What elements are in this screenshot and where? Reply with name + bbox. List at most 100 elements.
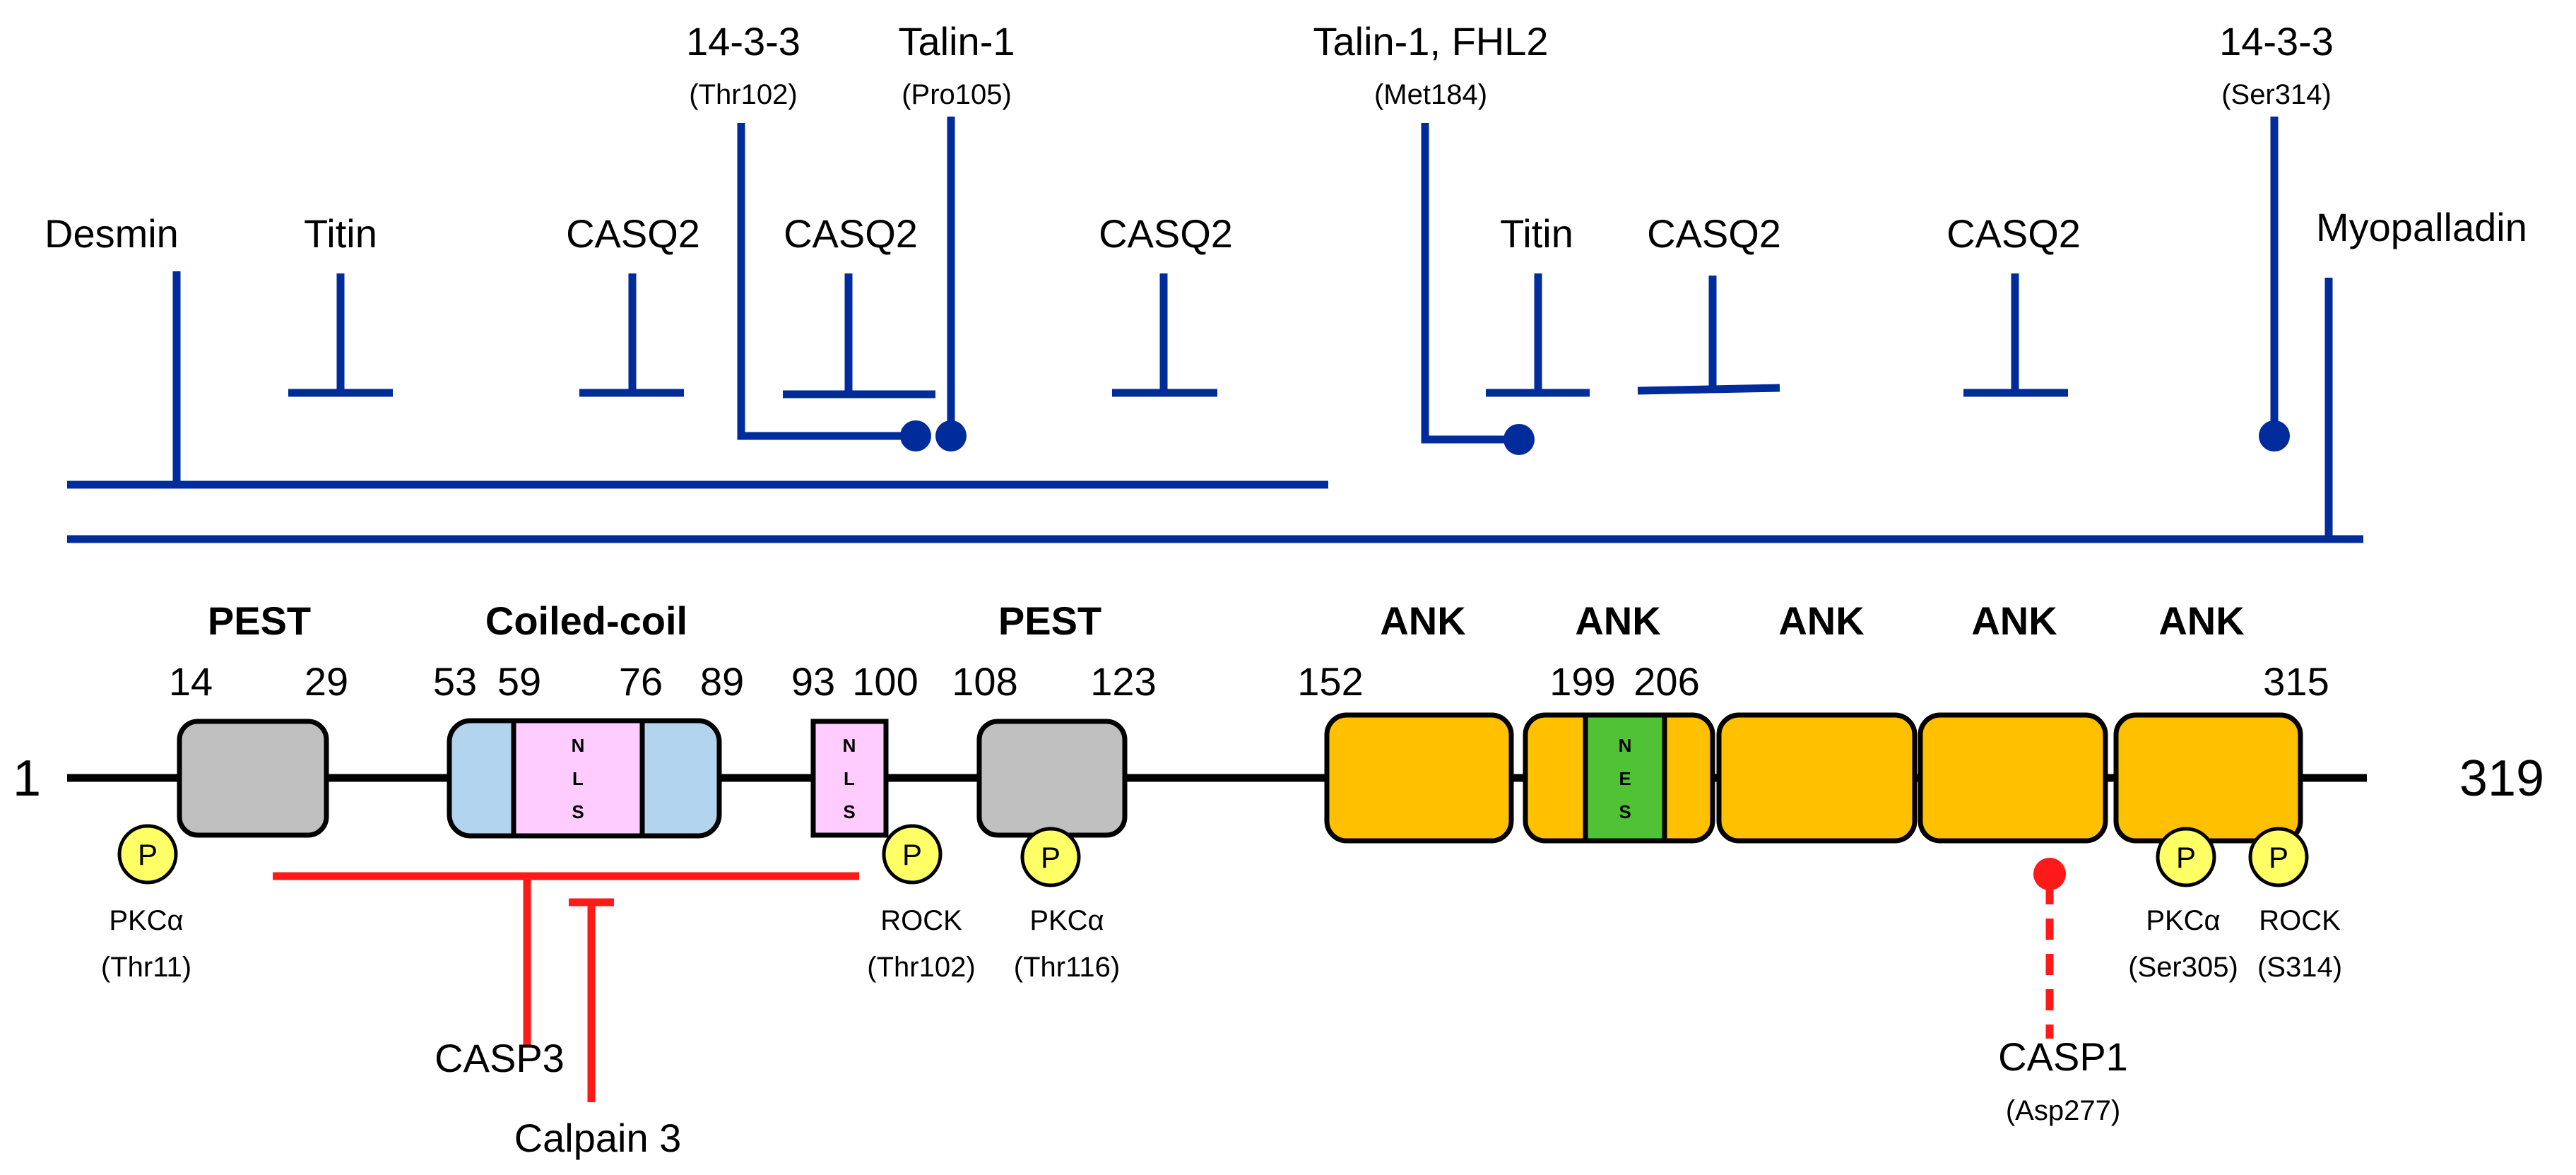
- residue-152: 152: [1297, 659, 1363, 704]
- partner-myopalladin: Myopalladin: [2316, 205, 2527, 249]
- kinase-pkca-1: PKCα: [109, 905, 183, 936]
- site-thr116: (Thr116): [1014, 952, 1120, 983]
- partner-talin1-fhl2-site: (Met184): [1374, 79, 1487, 110]
- residue-53: 53: [433, 659, 477, 704]
- partner-casq2-1: CASQ2: [566, 211, 700, 256]
- titin-binding-mark-1: [288, 273, 393, 397]
- nes-letter-e: E: [1619, 768, 1631, 789]
- kinase-rock-2: ROCK: [2259, 905, 2341, 936]
- domain-label-ank-4: ANK: [1971, 598, 2057, 643]
- partner-1433-site-1: (Thr102): [689, 79, 797, 110]
- residue-315: 315: [2263, 659, 2329, 704]
- protease-casp1: CASP1: [1998, 1034, 2128, 1079]
- talin1-fhl2-met184-connector: [1421, 123, 1519, 444]
- protease-casp3: CASP3: [435, 1036, 565, 1080]
- partner-casq2-5: CASQ2: [1946, 211, 2081, 256]
- domain-label-pest-2: PEST: [998, 598, 1101, 643]
- ank-repeat-1: [1324, 712, 1514, 844]
- partner-talin1-name: Talin-1: [899, 19, 1015, 64]
- residue-123: 123: [1090, 659, 1156, 704]
- residue-100: 100: [852, 659, 918, 704]
- calpain3-inhibition-mark: [569, 898, 614, 1102]
- casq2-binding-mark-2: [783, 273, 935, 398]
- partner-1433-name-1: 14-3-3: [686, 19, 800, 64]
- phospho-symbol-2: P: [902, 838, 922, 871]
- partner-talin1-site: (Pro105): [902, 79, 1012, 110]
- talin1-fhl2-binding-dot: [1503, 424, 1535, 455]
- nes-letter-s: S: [1619, 801, 1631, 822]
- protein-end-residue: 319: [2459, 750, 2544, 807]
- partner-casq2-3: CASQ2: [1099, 211, 1233, 256]
- kinase-pkca-2: PKCα: [1029, 905, 1104, 936]
- ank-repeat-4: [1918, 712, 2108, 844]
- nls-2-letter-l: L: [844, 768, 855, 789]
- domain-label-ank-3: ANK: [1778, 598, 1864, 643]
- partner-casq2-4: CASQ2: [1647, 211, 1781, 256]
- ank-repeat-5: [2113, 712, 2303, 844]
- nls-motif-1: [511, 718, 645, 839]
- phospho-marker-rock-thr102: [882, 824, 943, 885]
- phospho-symbol-5: P: [2269, 841, 2288, 874]
- pest-domain-2: [976, 719, 1128, 838]
- partner-talin1-fhl2-name: Talin-1, FHL2: [1313, 19, 1548, 64]
- domain-label-ank-1: ANK: [1380, 598, 1465, 643]
- casq2-binding-mark-3: [1112, 273, 1217, 397]
- phospho-symbol-4: P: [2176, 841, 2196, 874]
- nls-1-letter-n: N: [572, 735, 585, 756]
- binding-partners: [67, 117, 2363, 543]
- nls-1-letter-l: L: [572, 768, 584, 789]
- titin-binding-mark-2: [1486, 273, 1590, 397]
- casq2-binding-mark-1: [579, 273, 684, 397]
- residue-59: 59: [497, 659, 541, 704]
- phospho-symbol-3: P: [1041, 841, 1060, 874]
- site-thr102: (Thr102): [867, 952, 975, 983]
- nes-letter-n: N: [1619, 735, 1632, 756]
- partner-casq2-2: CASQ2: [784, 211, 918, 256]
- nes-motif: [1583, 712, 1667, 844]
- partner-1433-name-2: 14-3-3: [2219, 19, 2334, 64]
- kinase-pkca-3: PKCα: [2146, 905, 2220, 936]
- protein-start-residue: 1: [13, 750, 41, 807]
- 1433-thr102-connector: [737, 123, 916, 440]
- nls-2-letter-n: N: [843, 735, 856, 756]
- phospho-marker-pkca-ser305: [2156, 827, 2216, 887]
- domain-label-ank-5: ANK: [2158, 598, 2244, 643]
- site-s314: (S314): [2257, 952, 2342, 983]
- casq2-binding-mark-5: [1963, 273, 2068, 397]
- pest-domain-1: [177, 719, 329, 838]
- nls-2-letter-s: S: [843, 801, 855, 822]
- phospho-marker-rock-s314: [2248, 827, 2309, 887]
- domain-label-coiled-coil: Coiled-coil: [485, 598, 687, 643]
- partner-titin-1: Titin: [304, 211, 377, 256]
- casp1-cleavage-dot: [2033, 858, 2066, 890]
- domain-label-ank-2: ANK: [1575, 598, 1660, 643]
- residue-89: 89: [700, 659, 744, 704]
- residue-76: 76: [619, 659, 663, 704]
- phospho-marker-pkca-thr116: [1020, 827, 1081, 887]
- nls-1-letter-s: S: [572, 801, 584, 822]
- residue-93: 93: [791, 659, 835, 704]
- 1433-thr102-binding-dot: [900, 420, 931, 451]
- protease-calpain3: Calpain 3: [514, 1116, 682, 1160]
- residue-29: 29: [305, 659, 348, 704]
- domain-label-pest-1: PEST: [208, 598, 311, 643]
- site-ser305: (Ser305): [2128, 952, 2238, 983]
- kinase-rock-1: ROCK: [880, 905, 962, 936]
- site-asp277: (Asp277): [2006, 1095, 2120, 1126]
- residue-199: 199: [1549, 659, 1615, 704]
- residue-206: 206: [1633, 659, 1699, 704]
- partner-desmin: Desmin: [45, 211, 179, 256]
- partner-titin-2: Titin: [1500, 211, 1573, 256]
- residue-14: 14: [169, 659, 213, 704]
- phospho-marker-pkca-thr11: [117, 824, 178, 885]
- residue-108: 108: [952, 659, 1017, 704]
- ank-repeat-3: [1716, 712, 1918, 844]
- phospho-symbol-1: P: [138, 838, 158, 871]
- nls-motif-2: [810, 719, 889, 838]
- 1433-ser314-binding-dot: [2259, 420, 2290, 451]
- partner-1433-site-2: (Ser314): [2221, 79, 2332, 110]
- site-thr11: (Thr11): [101, 952, 191, 983]
- talin1-pro105-binding-dot: [935, 420, 967, 451]
- casq2-binding-mark-4: [1637, 276, 1780, 395]
